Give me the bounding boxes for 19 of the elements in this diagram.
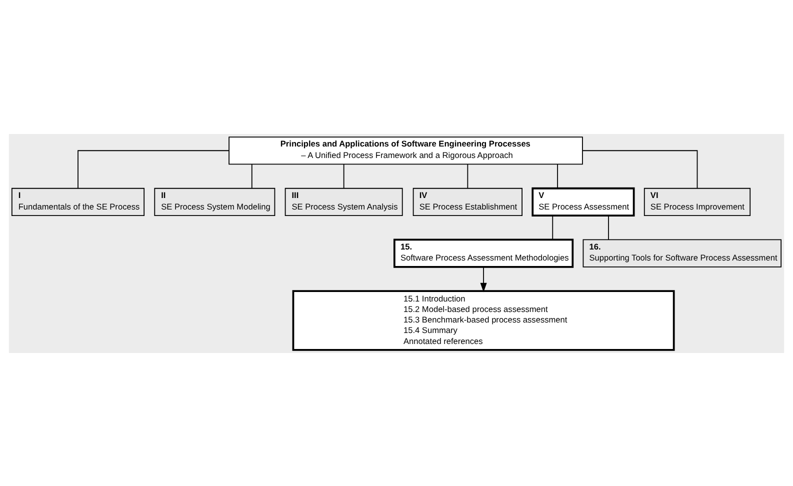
connector xyxy=(552,214,554,240)
connector xyxy=(557,163,558,188)
node-box: I Fundamentals of the SE Process xyxy=(11,187,145,216)
node-box: Principles and Applications of Software Engineering Processes – A Unified Process Framework and a Rigorous Approach xyxy=(228,136,583,164)
node-box: II SE Process System Modeling xyxy=(154,187,276,216)
connector xyxy=(251,163,252,188)
node-box: 15. Software Process Assessment Methodologies xyxy=(393,238,574,268)
connector xyxy=(582,150,698,188)
arrow xyxy=(480,266,487,292)
connector xyxy=(343,163,344,188)
node-box: VI SE Process Improvement xyxy=(644,187,751,216)
node-box: III SE Process System Analysis xyxy=(284,187,403,216)
connector xyxy=(78,150,230,188)
connector xyxy=(467,163,468,188)
node-box: V SE Process Assessment xyxy=(532,186,635,216)
node-box: IV SE Process Establishment xyxy=(412,187,522,216)
node-box: 15.1 Introduction 15.2 Model-based process assessment 15.3 Benchmark-based process assessment 15.4 Summary Annotated references xyxy=(292,290,675,350)
connector xyxy=(608,214,609,240)
node-box: 16. Supporting Tools for Software Process Assessment xyxy=(582,238,782,267)
